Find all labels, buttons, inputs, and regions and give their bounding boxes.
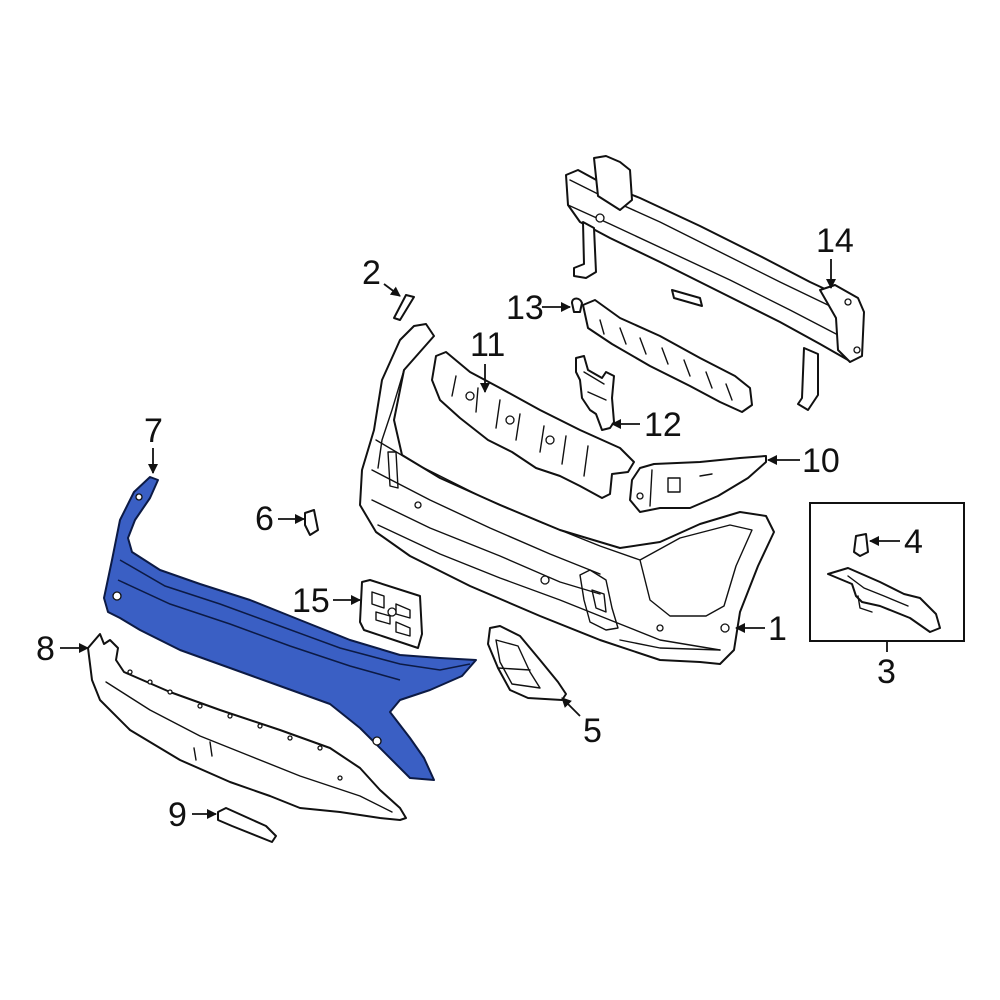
callout-9[interactable]: 9 [168,796,187,834]
part-8-lower-lip[interactable] [87,633,407,821]
callout-1[interactable]: 1 [768,610,787,648]
part-1-bumper-cover[interactable] [359,323,775,665]
callout-8[interactable]: 8 [36,630,55,668]
leader-lines [60,259,900,819]
part-7-lower-trim-highlighted[interactable] [103,476,477,781]
callout-12[interactable]: 12 [644,406,682,444]
callout-6[interactable]: 6 [255,500,274,538]
part-5-fog-bezel[interactable] [487,625,567,701]
part-10-side-bracket[interactable] [629,455,767,513]
part-12-bracket[interactable] [575,355,615,431]
callout-13[interactable]: 13 [506,289,544,327]
part-13-absorber-clip[interactable] [571,297,583,313]
callout-4[interactable]: 4 [904,523,923,561]
callout-7[interactable]: 7 [144,412,163,450]
inset-part-3[interactable] [809,502,965,642]
part-9-trim-piece[interactable] [217,807,277,843]
callout-3[interactable]: 3 [877,653,896,691]
callout-15[interactable]: 15 [292,582,330,620]
callout-2[interactable]: 2 [362,254,381,292]
callout-labels: 1 2 3 4 5 6 7 8 9 10 11 12 13 14 15 [36,222,923,834]
callout-5[interactable]: 5 [583,712,602,750]
part-2-trim-strip[interactable] [393,294,415,321]
part-15-license-bracket[interactable] [359,579,423,649]
part-14-bumper-reinforcement[interactable] [565,155,865,411]
callout-14[interactable]: 14 [816,222,854,260]
part-13-energy-absorber[interactable] [582,299,753,413]
part-6-clip[interactable] [304,509,319,536]
callout-10[interactable]: 10 [802,442,840,480]
callout-11[interactable]: 11 [470,326,505,364]
